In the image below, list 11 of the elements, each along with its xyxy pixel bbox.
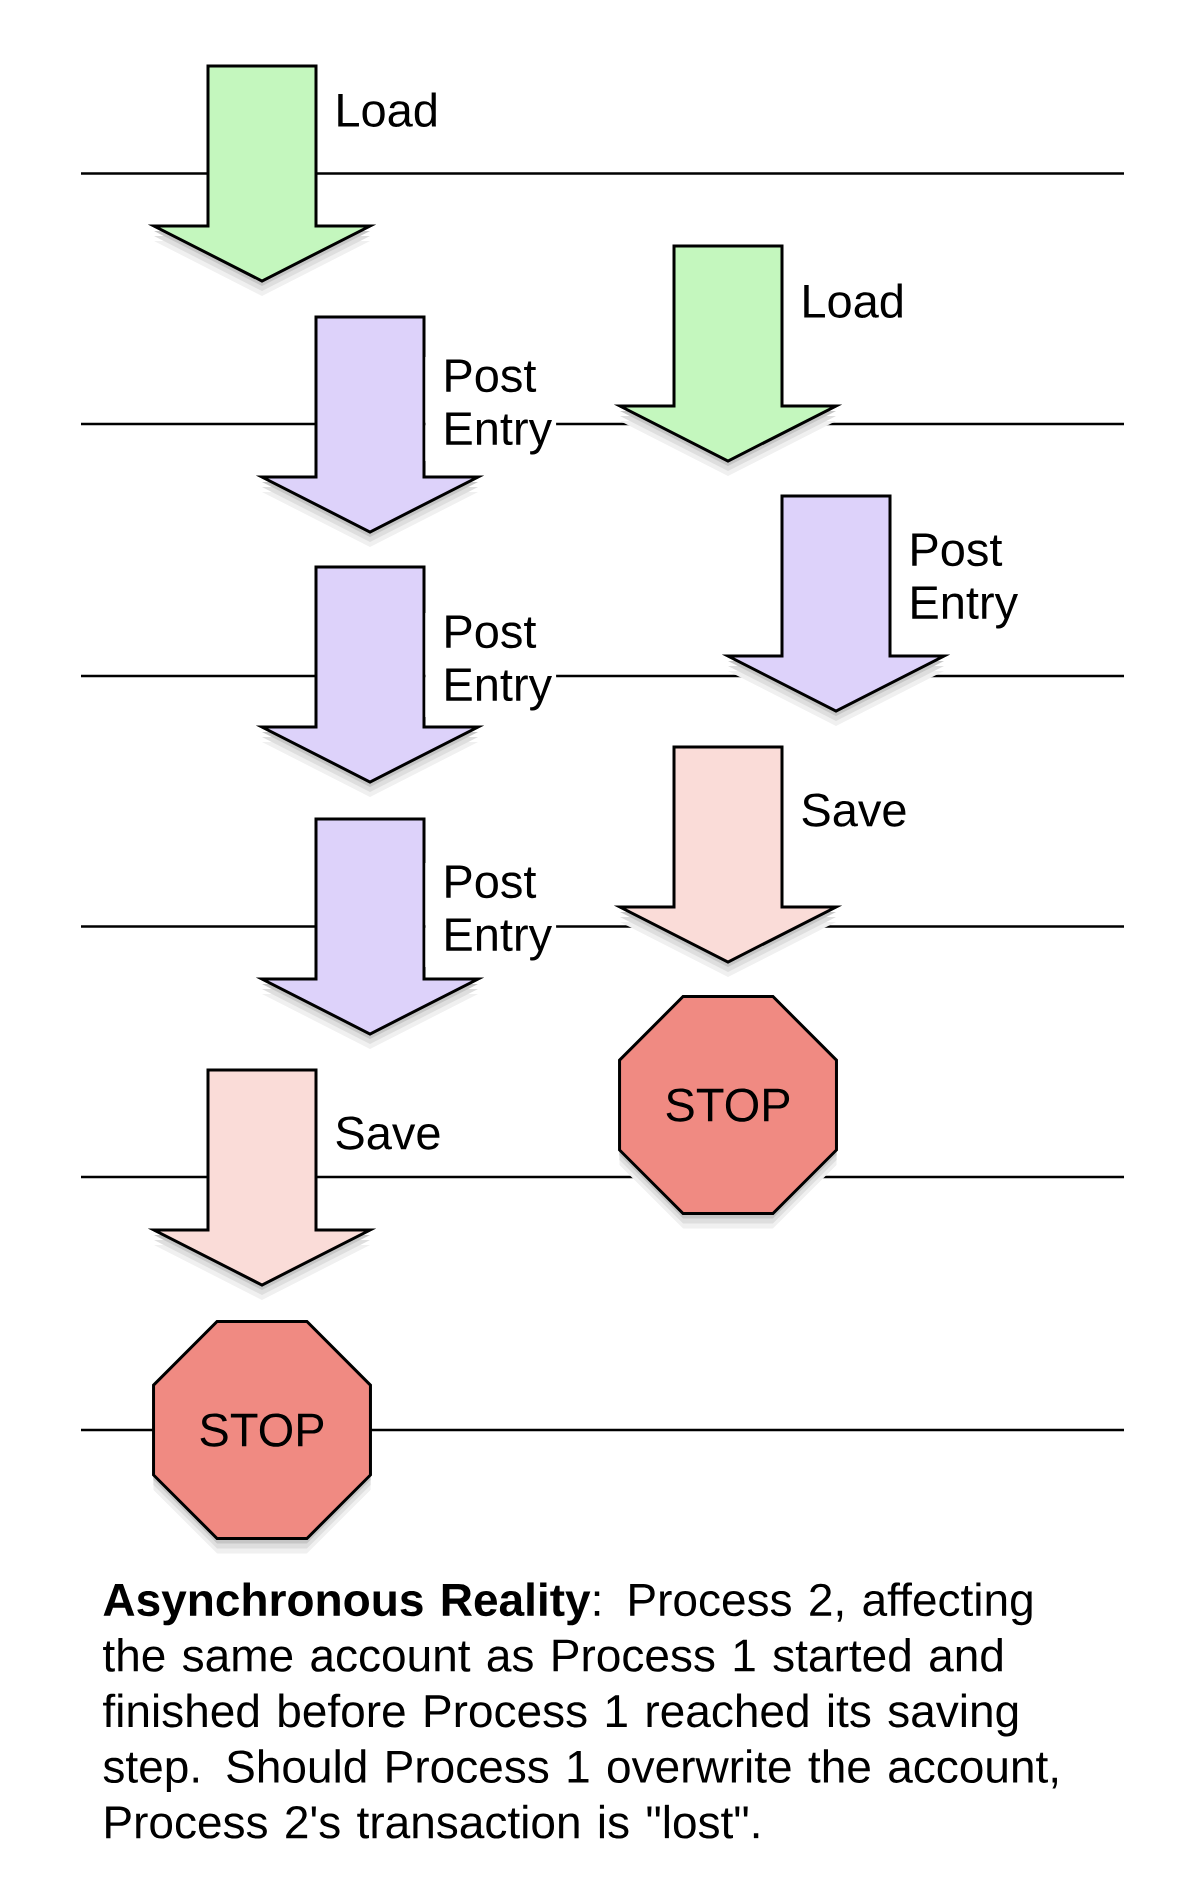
process-step: Post Entry bbox=[721, 494, 1018, 726]
process-step: Load bbox=[147, 64, 436, 296]
process-step: Post Entry bbox=[255, 817, 557, 1049]
process-step: Post Entry bbox=[255, 565, 557, 797]
process-step: Save bbox=[613, 745, 906, 977]
stop-sign: STOP bbox=[152, 1320, 372, 1554]
process-step: Post Entry bbox=[255, 315, 557, 547]
process-step: Save bbox=[147, 1068, 440, 1300]
stop-sign: STOP bbox=[618, 995, 838, 1229]
caption-text: Asynchronous Reality: Process 2, affecting the same account as Process 1 started and finished before Process 1 reached its saving step. Should Process 1 overwrite the account, Process 2's transaction is "lost". bbox=[103, 1582, 1057, 1839]
process-step: Load bbox=[613, 244, 902, 476]
